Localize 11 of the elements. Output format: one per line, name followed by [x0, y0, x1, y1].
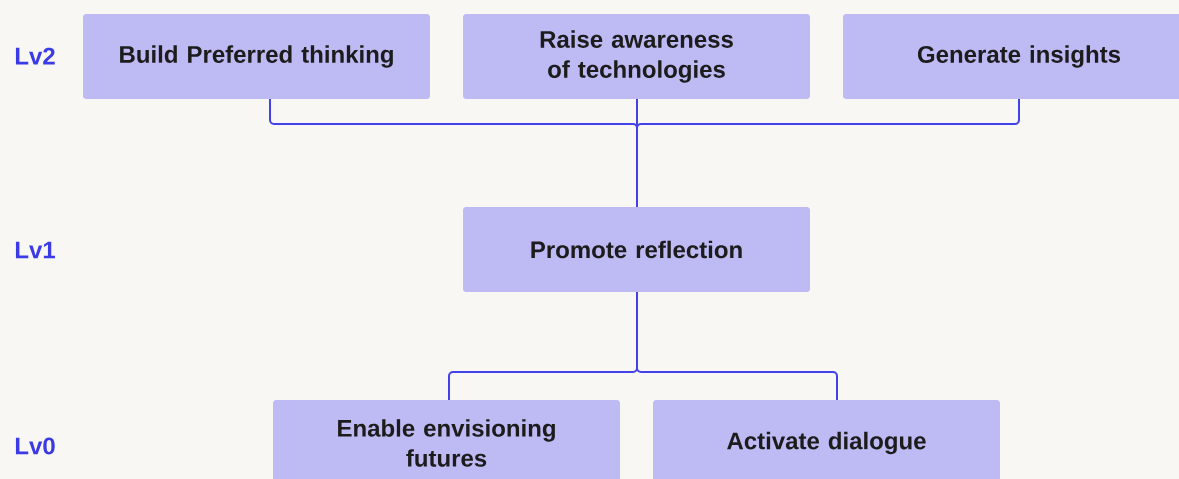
process-box: Generate insights: [843, 14, 1179, 99]
process-box: Promote reflection: [463, 207, 810, 292]
process-box: Raise awareness of technologies: [463, 14, 810, 99]
connector-line: [636, 291, 838, 401]
process-box: Activate dialogue: [653, 400, 1000, 479]
process-box: Enable envisioning futures: [273, 400, 620, 479]
level-label: Lv2: [15, 47, 55, 65]
level-label: Lv1: [15, 241, 55, 259]
level-label: Lv0: [15, 437, 55, 455]
process-box: Build Preferred thinking: [83, 14, 430, 99]
connector-line: [636, 98, 1020, 208]
